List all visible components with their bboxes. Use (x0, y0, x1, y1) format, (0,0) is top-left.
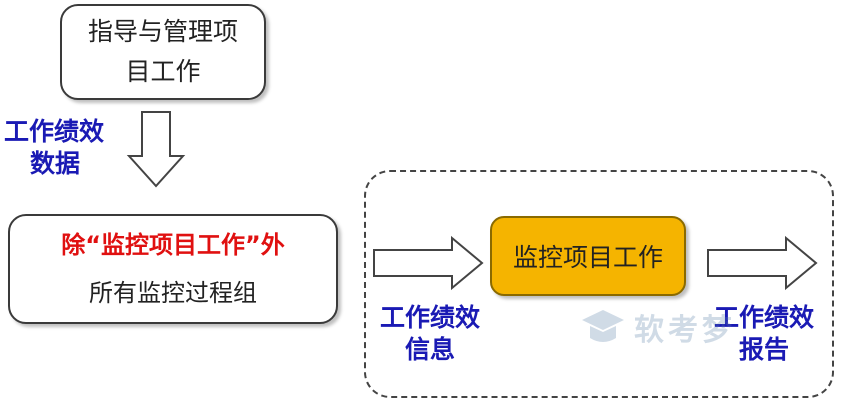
label-line1: 工作绩效 (380, 303, 481, 332)
label-work-performance-data: 工作绩效 数据 (4, 116, 104, 180)
watermark: 软考梦 (580, 304, 736, 350)
label-work-performance-report: 工作绩效 报告 (714, 302, 814, 366)
node-text-line1: 指导与管理项 (87, 17, 238, 46)
right-arrow-icon (373, 235, 484, 291)
watermark-text: 软考梦 (634, 313, 736, 348)
down-arrow-icon (126, 111, 186, 188)
right-arrow-icon (707, 235, 818, 291)
node-text: 监控项目工作 (512, 243, 663, 272)
node-monitor-project-work: 监控项目工作 (490, 216, 686, 296)
node-guide-and-manage-work: 指导与管理项 目工作 (60, 4, 266, 100)
label-line2: 信息 (405, 335, 456, 364)
label-line1: 工作绩效 (4, 117, 105, 146)
node-text-line2: 目工作 (125, 57, 201, 86)
node-text-highlight: 除“监控项目工作”外 (61, 231, 285, 259)
graduation-cap-icon (582, 310, 624, 342)
node-other-monitoring-processes: 除“监控项目工作”外 所有监控过程组 (8, 214, 338, 324)
label-line2: 数据 (30, 149, 81, 178)
monitor-process-group (364, 170, 834, 398)
label-work-performance-info: 工作绩效 信息 (380, 302, 480, 366)
node-text-line2: 所有监控过程组 (89, 279, 257, 307)
label-line2: 报告 (739, 335, 790, 364)
label-line1: 工作绩效 (714, 303, 815, 332)
